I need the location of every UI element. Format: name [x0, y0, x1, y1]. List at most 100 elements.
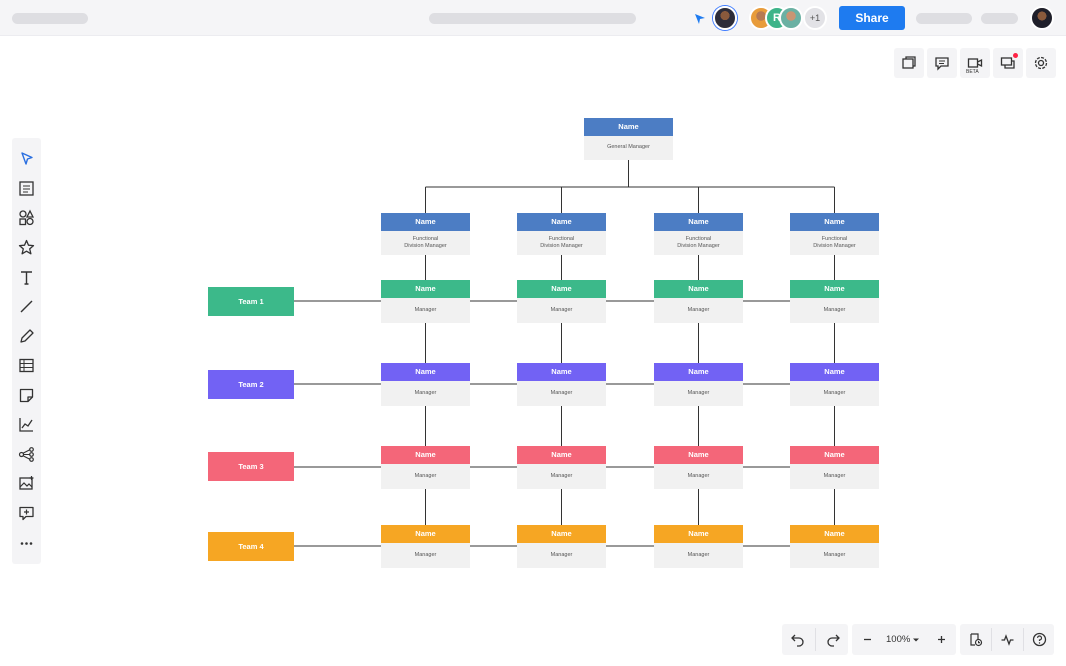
team-label[interactable]: Team 2	[208, 370, 294, 399]
zoom-in-button[interactable]	[926, 624, 956, 655]
comments-button[interactable]	[927, 48, 957, 78]
select-tool[interactable]	[17, 149, 36, 168]
beta-badge: BETA	[966, 69, 979, 75]
pages-button[interactable]	[894, 48, 924, 78]
line-tool[interactable]	[17, 297, 36, 316]
embed-tool[interactable]	[17, 504, 36, 523]
extra-controls	[960, 624, 1054, 655]
minus-icon	[864, 638, 871, 641]
node-title: Manager	[381, 298, 470, 323]
video-icon	[967, 58, 983, 68]
menu-placeholder-1[interactable]	[916, 13, 972, 24]
zoom-level-dropdown[interactable]: 100%	[886, 634, 911, 645]
node-title: Manager	[517, 464, 606, 489]
template-icon	[19, 181, 34, 196]
settings-button[interactable]	[1026, 48, 1056, 78]
add-comment-icon	[19, 506, 34, 521]
history-button[interactable]	[960, 624, 990, 655]
avatar-collaborator-3[interactable]	[779, 6, 803, 30]
team-label[interactable]: Team 1	[208, 287, 294, 316]
team-label[interactable]: Team 4	[208, 532, 294, 561]
help-button[interactable]	[1024, 624, 1054, 655]
separator	[991, 628, 992, 651]
more-collaborators-badge[interactable]: +1	[803, 6, 827, 30]
text-icon	[21, 271, 32, 285]
cursor-icon	[695, 14, 705, 24]
mindmap-tool[interactable]	[17, 445, 36, 464]
node-name: Name	[381, 363, 470, 381]
template-tool[interactable]	[17, 179, 36, 198]
activity-icon	[1001, 634, 1014, 646]
video-button[interactable]: BETA	[960, 48, 990, 78]
document-title-placeholder[interactable]	[12, 13, 88, 24]
node-name: Name	[654, 446, 743, 464]
document-history-icon	[970, 633, 983, 647]
node-title: Functional Division Manager	[654, 231, 743, 255]
chat-button[interactable]	[993, 48, 1023, 78]
activity-button[interactable]	[992, 624, 1022, 655]
table-tool[interactable]	[17, 356, 36, 375]
undo-icon	[791, 634, 804, 647]
more-tools[interactable]	[17, 534, 36, 553]
redo-button[interactable]	[818, 624, 848, 655]
menu-placeholder-2[interactable]	[981, 13, 1018, 24]
mindmap-icon	[18, 447, 34, 462]
node-title: Manager	[790, 381, 879, 406]
node-title: Manager	[381, 464, 470, 489]
pointer-icon	[21, 152, 33, 165]
chevron-down-icon[interactable]	[912, 636, 920, 644]
pen-tool[interactable]	[17, 327, 36, 346]
node-name: Name	[654, 280, 743, 298]
text-tool[interactable]	[17, 268, 36, 287]
zoom-controls	[852, 624, 956, 655]
node-title: Manager	[517, 543, 606, 568]
undo-button[interactable]	[782, 624, 812, 655]
image-tool[interactable]	[17, 474, 36, 493]
separator	[1023, 628, 1024, 651]
node-name: Name	[790, 363, 879, 381]
node-title: Manager	[790, 543, 879, 568]
star-tool[interactable]	[17, 238, 36, 257]
settings-icon	[1034, 56, 1048, 70]
node-name: Name	[654, 213, 743, 231]
share-button[interactable]: Share	[839, 6, 905, 30]
avatar-active-user[interactable]	[713, 6, 737, 30]
left-toolbar	[12, 138, 41, 564]
node-name: Name	[381, 525, 470, 543]
node-title: Manager	[790, 298, 879, 323]
node-title: Functional Division Manager	[790, 231, 879, 255]
node-name: Name	[381, 446, 470, 464]
shapes-tool[interactable]	[17, 208, 36, 227]
plus-icon	[938, 636, 945, 643]
separator	[815, 628, 816, 651]
zoom-out-button[interactable]	[852, 624, 882, 655]
avatar-current-user[interactable]	[1030, 6, 1054, 30]
top-bar: R +1 Share	[0, 0, 1066, 36]
node-title: Functional Division Manager	[517, 231, 606, 255]
chart-tool[interactable]	[17, 415, 36, 434]
sticky-note-tool[interactable]	[17, 386, 36, 405]
team-label[interactable]: Team 3	[208, 452, 294, 481]
